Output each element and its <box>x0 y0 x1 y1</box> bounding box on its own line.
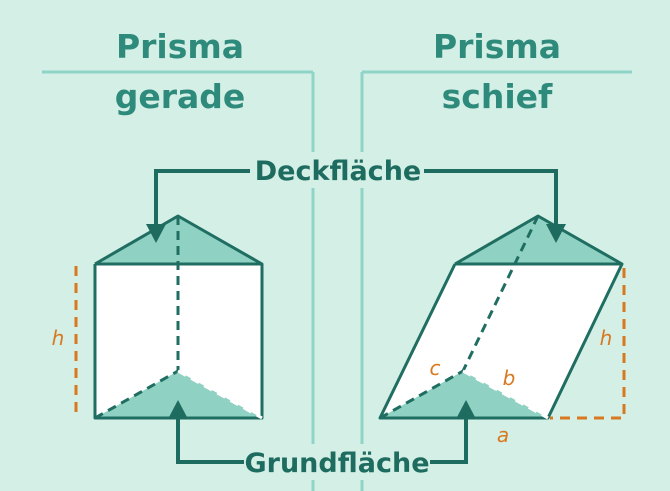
oblique-prism-hidden-edge <box>461 215 540 372</box>
left-title-line1: Prisma <box>116 27 244 66</box>
top-face-arrow-right <box>424 169 558 228</box>
oblique-prism-top-face <box>455 216 622 264</box>
oblique-prism-side-face <box>380 264 622 418</box>
oblique-prism-hidden-base-right <box>462 369 549 420</box>
top-face-arrows <box>154 169 558 228</box>
base-face-arrow-left <box>176 415 244 464</box>
base-face-arrowhead-right <box>456 400 476 419</box>
base-face-arrowhead-left <box>168 400 188 419</box>
right-title-line2: schief <box>442 77 553 116</box>
base-face-label: Grundfläche <box>244 448 429 479</box>
oblique-prism-height-label: h <box>600 326 613 350</box>
base-face-label-background <box>246 444 428 480</box>
top-face-label-background <box>253 152 423 188</box>
oblique-prism-hidden-base-left <box>379 369 464 420</box>
top-face-arrow-left <box>154 169 250 228</box>
straight-prism-hidden-base-right <box>177 369 263 420</box>
oblique-prism-edge-label-a: a <box>497 423 509 447</box>
base-face-arrows <box>176 415 468 464</box>
oblique-prism-edge-label-b: b <box>503 366 516 390</box>
straight-prism-base-face <box>95 371 262 418</box>
top-face-arrowhead-left <box>146 224 166 243</box>
straight-prism-height-label: h <box>52 326 65 350</box>
oblique-prism: h c b a <box>378 214 626 447</box>
right-title-line1: Prisma <box>433 27 561 66</box>
oblique-prism-base-face <box>380 371 548 418</box>
top-face-label: Deckfläche <box>255 156 421 187</box>
top-face-arrowhead-right <box>546 224 566 243</box>
straight-prism-hidden-base-left <box>94 369 179 420</box>
left-title-line2: gerade <box>115 77 246 116</box>
oblique-prism-edge-label-c: c <box>430 356 441 380</box>
divider-lines <box>42 70 632 491</box>
base-face-arrow-right <box>430 415 468 464</box>
oblique-prism-outline <box>378 214 624 420</box>
straight-prism: h <box>52 214 264 420</box>
